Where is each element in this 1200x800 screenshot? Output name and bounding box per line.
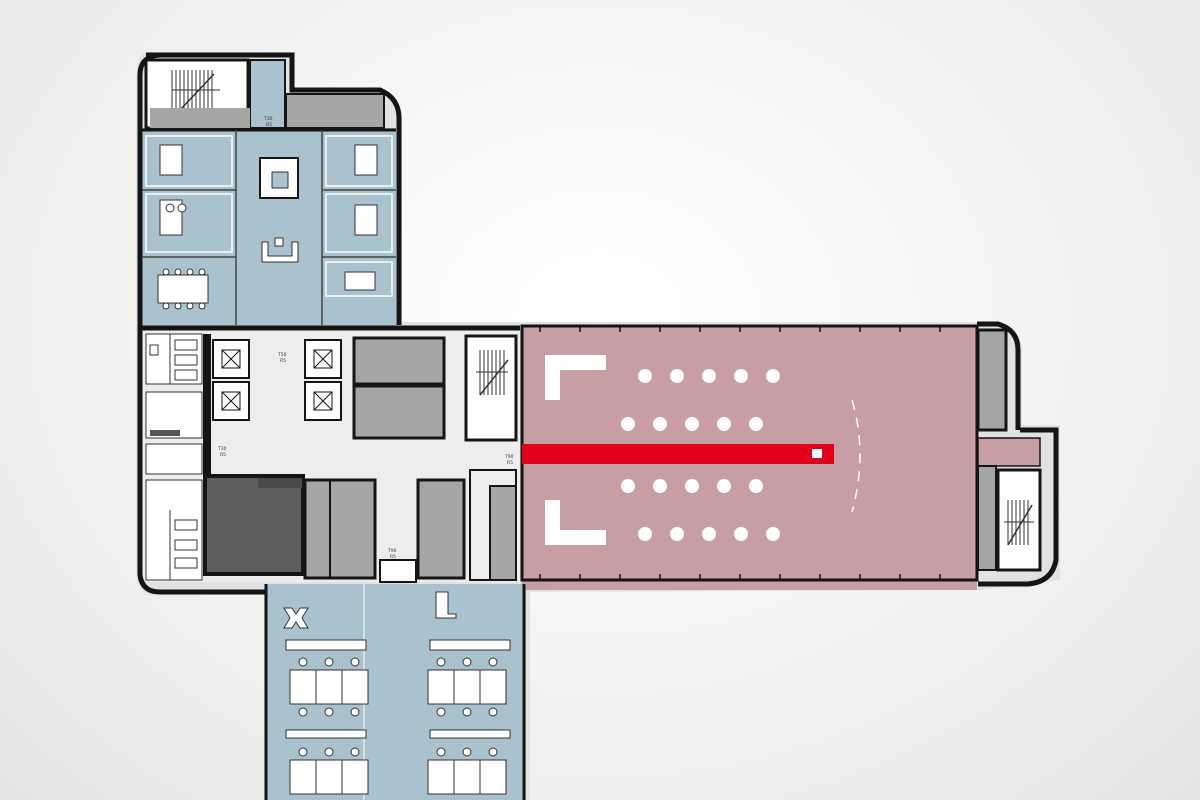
staircase-icon	[476, 350, 509, 396]
core-wall-block	[203, 334, 211, 474]
elevator-shaft-icon	[212, 339, 342, 421]
room-label-top: T30	[263, 116, 273, 122]
seat	[621, 417, 635, 431]
seat	[685, 479, 699, 493]
workstation-row	[285, 639, 511, 795]
north-wing: T30 R5	[137, 52, 402, 328]
east-wall	[977, 321, 1021, 430]
seat	[638, 527, 652, 541]
seat	[766, 527, 780, 541]
seat-row-1	[638, 369, 780, 383]
room-label-core-bottom-sub: R5	[390, 554, 396, 560]
seat	[621, 479, 635, 493]
restroom-north	[145, 333, 203, 385]
core-west-wall	[137, 325, 520, 595]
north-room-white-frames	[145, 135, 393, 297]
stage-arc	[851, 399, 861, 513]
room-label-top-sub: R5	[266, 122, 272, 128]
seat	[734, 527, 748, 541]
seat	[670, 527, 684, 541]
room-label-core-right: T90	[504, 454, 514, 460]
l-bench-south	[545, 500, 606, 545]
kitchenette-counter	[435, 591, 457, 619]
north-shaft	[249, 59, 286, 129]
seat	[749, 479, 763, 493]
seat	[717, 417, 731, 431]
room-label-core-left: T30	[217, 446, 227, 452]
south-wing	[264, 584, 526, 800]
east-service	[976, 328, 1008, 432]
seat	[702, 369, 716, 383]
east-connector	[977, 437, 1041, 467]
seat	[670, 369, 684, 383]
seat-row-2	[621, 417, 763, 431]
room-label-lobby: T50	[277, 352, 287, 358]
east-service-2	[977, 465, 997, 571]
staircase-icon	[171, 70, 220, 111]
north-grey-room-left	[150, 108, 250, 128]
room-label-lobby-sub: R5	[280, 358, 286, 364]
room-label-core-bottom: T90	[387, 548, 397, 554]
staircase-icon	[1004, 500, 1034, 546]
seat	[685, 417, 699, 431]
seat	[653, 417, 667, 431]
seat	[734, 369, 748, 383]
reception-desk	[261, 241, 299, 263]
north-grey-room	[285, 93, 385, 129]
room-label-core-left-sub: R5	[220, 452, 226, 458]
seat	[749, 417, 763, 431]
office-desks-north	[157, 144, 378, 310]
seat	[702, 527, 716, 541]
server-room	[203, 474, 305, 576]
meeting-table-x	[283, 607, 309, 629]
window-mullions	[539, 326, 941, 580]
kitchen	[145, 443, 203, 475]
seat	[638, 369, 652, 383]
seat	[766, 369, 780, 383]
event-room	[520, 321, 1059, 590]
room-label-core-right-sub: R5	[507, 460, 513, 466]
central-core: T50 R5 T30 R5 T90 R5 T90 R5	[137, 325, 520, 595]
red-aisle	[522, 444, 834, 464]
workstation-chairs	[298, 657, 498, 757]
stair-center	[464, 334, 518, 442]
l-bench-north	[545, 355, 606, 400]
seat	[653, 479, 667, 493]
seat-row-3	[621, 479, 763, 493]
seat-row-4	[638, 527, 780, 541]
north-wing-shell	[146, 52, 402, 325]
service-rooms	[303, 336, 466, 580]
seat	[717, 479, 731, 493]
stair-east	[996, 468, 1042, 572]
lectern-icon	[812, 449, 822, 458]
